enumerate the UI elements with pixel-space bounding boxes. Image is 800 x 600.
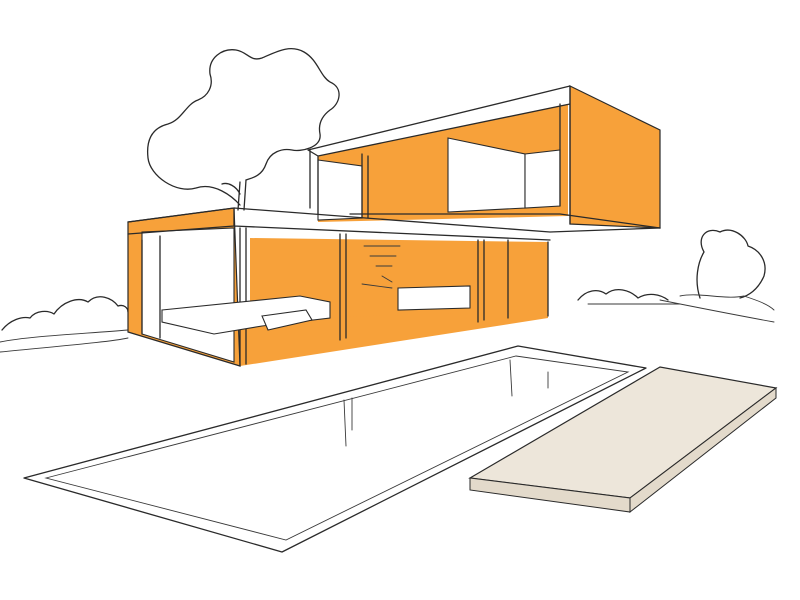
tree — [146, 48, 340, 211]
lower-inner-wall — [141, 227, 235, 363]
coffee-table — [261, 309, 313, 331]
bushes — [0, 229, 775, 343]
upper-floor — [307, 85, 661, 229]
pool — [23, 345, 647, 553]
lower-floor — [127, 207, 661, 367]
deck-side — [629, 386, 777, 514]
kitchen-island — [397, 285, 471, 311]
upper-inner-wall-2 — [524, 149, 561, 209]
upper-left-wall — [317, 159, 363, 221]
deck — [468, 366, 778, 514]
ground-line — [0, 337, 129, 353]
upper-side-panel — [569, 85, 661, 229]
